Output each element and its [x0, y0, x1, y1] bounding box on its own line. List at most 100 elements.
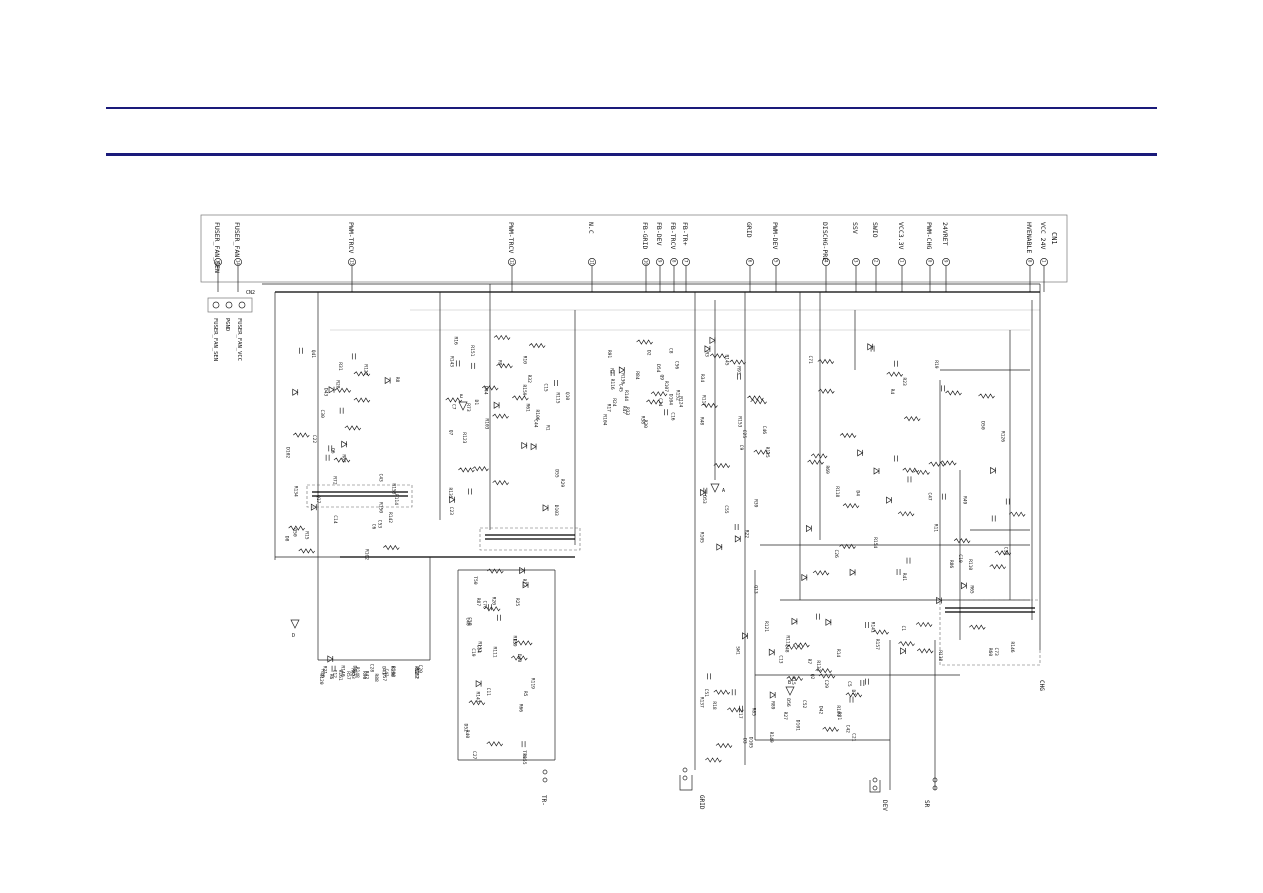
component-ref: C5 [846, 681, 852, 687]
resistor-glyph [705, 757, 722, 763]
component-ref: C12 [332, 670, 338, 679]
diode-glyph [801, 573, 808, 582]
component-ref: Q10 [564, 392, 570, 401]
resistor-glyph [481, 385, 499, 391]
ground-symbols: D E A B [290, 394, 795, 696]
component-ref: R4 [889, 389, 895, 395]
resistor-glyph [898, 640, 915, 647]
component-ref: Q6 [330, 448, 336, 454]
component-ref: R139 [512, 636, 518, 647]
component-ref: R133 [815, 660, 821, 671]
component-ref: C11 [485, 688, 491, 697]
diode-glyph [542, 504, 549, 512]
resistor-glyph [810, 453, 828, 459]
fan-connector-ref: CN2 [246, 290, 255, 296]
ground-d: D [292, 633, 295, 639]
component-ref: R1 [545, 425, 551, 431]
diode-glyph [849, 568, 856, 576]
diode-glyph [791, 617, 798, 625]
component-ref: C27 [471, 751, 477, 760]
component-ref: R29 [559, 479, 565, 488]
component-ref: R106 [534, 410, 540, 421]
resistor-glyph [916, 648, 934, 654]
pin-label: FUSER_FAN_SEN [213, 222, 221, 273]
connector-header: CN1 [1050, 232, 1058, 245]
resistor-glyph [818, 673, 836, 679]
resistor-glyph [445, 397, 462, 403]
component-ref: R155 [521, 753, 527, 764]
component-ref: R24 [611, 398, 617, 407]
component-ref: D105 [747, 737, 753, 748]
component-ref: R40 [464, 730, 470, 739]
component-ref: C15 [543, 383, 549, 392]
component-ref: R110 [967, 559, 973, 570]
diode-glyph [475, 680, 482, 688]
component-ref: D41 [381, 666, 387, 675]
component-ref: R90 [361, 671, 367, 680]
resistor-glyph [747, 395, 764, 401]
resistor-glyph [709, 353, 727, 359]
component-ref: C17 [737, 710, 743, 719]
output-tr: TR- [540, 795, 547, 806]
component-ref: R65 [969, 585, 975, 594]
pin-number: 1 [1041, 260, 1046, 263]
resistor-glyph [750, 399, 767, 405]
component-ref: R102 [364, 549, 370, 560]
component-ref: R120 [318, 674, 324, 685]
diode-glyph [900, 647, 907, 655]
output-sr: SR [923, 800, 930, 808]
pin-terminal [642, 258, 650, 266]
transformers [306, 484, 1041, 666]
component-ref: C6 [371, 524, 377, 530]
component-ref: R81 [836, 712, 842, 721]
component-ref: R147 [474, 692, 480, 703]
component-ref: R5 [522, 691, 528, 697]
component-ref: D7 [850, 690, 856, 696]
pin-label: PWM-TRCV [347, 222, 355, 253]
pin-label: SSV [851, 222, 859, 234]
resistor-glyph [872, 629, 889, 635]
component-ref: R19 [933, 360, 939, 369]
component-ref: C22 [311, 435, 317, 444]
component-ref: D50 [980, 421, 986, 430]
pin-label: PWM-TRCV [507, 222, 515, 253]
resistor-glyph [492, 413, 509, 419]
resistor-glyph [969, 624, 986, 630]
pin-terminal [1026, 258, 1034, 266]
component-ref: R49 [961, 496, 967, 505]
pin-number: 7 [683, 260, 688, 263]
diode-glyph [867, 343, 874, 351]
pin-terminal [746, 258, 754, 266]
pin-label: 24VRET [941, 222, 949, 246]
component-ref: R53 [350, 671, 356, 680]
component-ref: R131 [476, 641, 482, 652]
component-ref: C9 [738, 445, 744, 451]
component-ref: R42 [364, 671, 370, 680]
component-ref: R58 [640, 416, 646, 425]
component-ref: R10 [522, 356, 528, 365]
component-ref: R83 [341, 454, 347, 463]
resistor-glyph [458, 467, 475, 473]
resistor-glyph [812, 570, 830, 576]
diode-glyph [327, 655, 334, 663]
component-ref: C71 [807, 356, 813, 365]
component-ref: C28 [368, 664, 374, 673]
pin-number: 9 [657, 260, 662, 263]
component-ref: R32 [526, 375, 532, 384]
component-ref: R61 [525, 404, 531, 413]
pin-terminal [214, 258, 222, 266]
diode-glyph [716, 543, 723, 551]
resistor-glyph [928, 461, 946, 467]
component-ref: D53 [701, 495, 707, 504]
resistor-glyph [886, 371, 904, 377]
resistor-glyph [492, 479, 509, 486]
component-ref: C45 [618, 384, 624, 393]
pin-number: 4 [823, 260, 828, 263]
component-ref: R22 [743, 530, 749, 539]
resistor-glyph [845, 692, 863, 698]
